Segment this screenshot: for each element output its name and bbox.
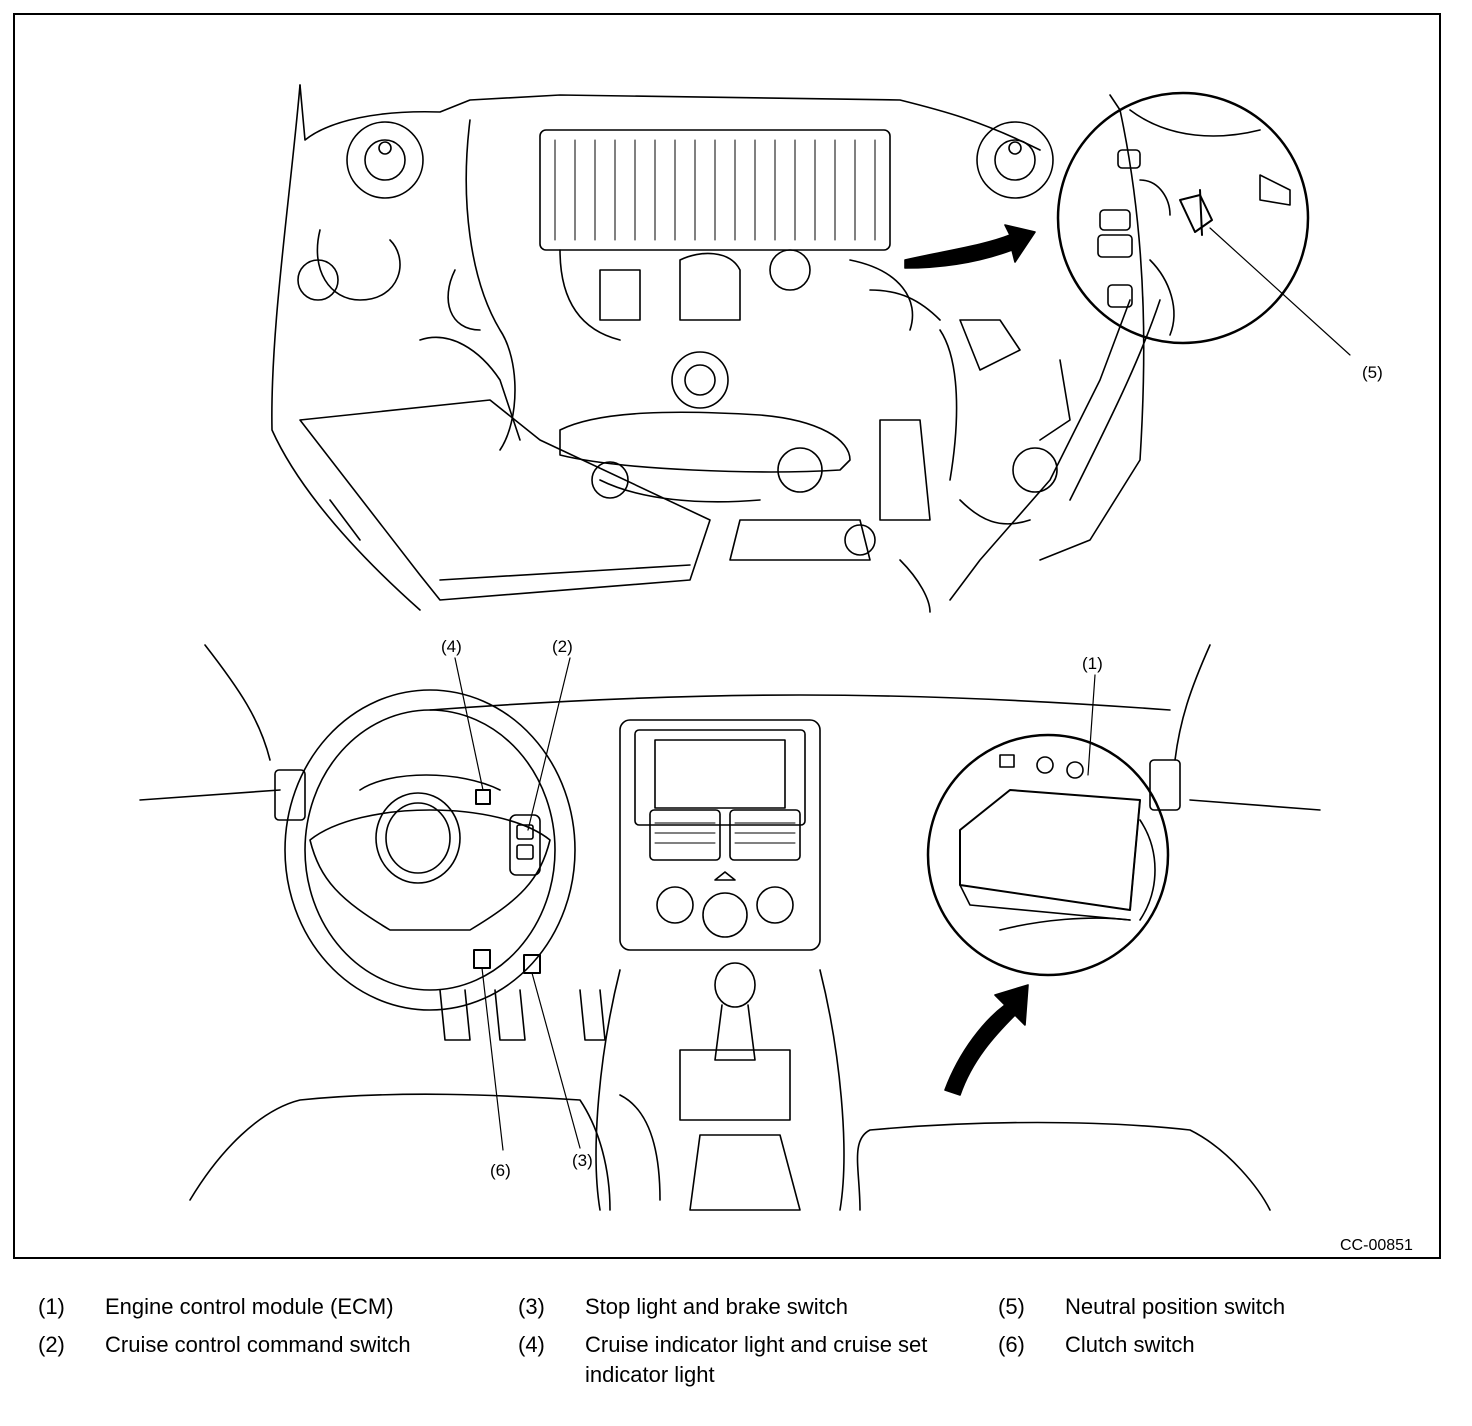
dashboard-drawing <box>139 644 1321 1211</box>
legend-number: (3) <box>518 1294 545 1319</box>
legend-text: Cruise control command switch <box>105 1332 411 1357</box>
callout-1: (1) <box>1082 654 1103 673</box>
callout-5: (5) <box>1362 363 1383 382</box>
legend-text: Clutch switch <box>1065 1332 1195 1357</box>
engine-bay-drawing <box>271 84 1351 613</box>
component-location-illustration: (5) (4) (2) (1) (6) (3) CC-00851 <box>139 84 1413 1254</box>
legend-number: (1) <box>38 1294 65 1319</box>
legend-text: Neutral position switch <box>1065 1294 1286 1319</box>
legend-text: Cruise indicator light and cruise set in… <box>585 1332 928 1387</box>
legend-number: (2) <box>38 1332 65 1357</box>
callout-6: (6) <box>490 1161 511 1180</box>
figure-code: CC-00851 <box>1340 1237 1413 1254</box>
legend-text: Stop light and brake switch <box>585 1294 848 1319</box>
figure-frame <box>13 13 1441 1259</box>
legend-number: (4) <box>518 1332 545 1357</box>
callout-4: (4) <box>441 637 462 656</box>
legend-text: Engine control module (ECM) <box>105 1294 394 1319</box>
callout-2: (2) <box>552 637 573 656</box>
legend-number: (5) <box>998 1294 1025 1319</box>
component-legend: (1) Engine control module (ECM) (2) Crui… <box>0 1290 1472 1410</box>
legend-number: (6) <box>998 1332 1025 1357</box>
callout-3: (3) <box>572 1151 593 1170</box>
